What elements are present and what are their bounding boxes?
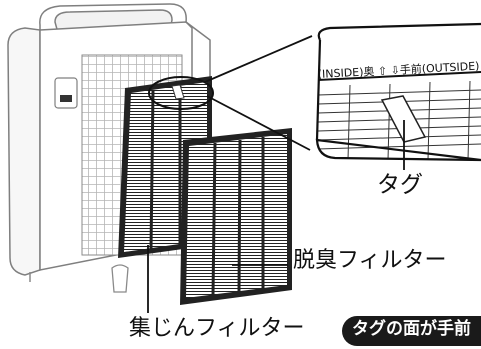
zoom-inset: (INSIDE)奥 ⇧ ⇩手前(OUTSIDE) xyxy=(315,22,481,162)
tag-label: タグ xyxy=(377,172,423,198)
deodorizing-filter-label: 脱臭フィルター xyxy=(293,248,447,273)
zoom-connector-top xyxy=(204,35,313,83)
callout-lines xyxy=(147,35,405,313)
note-pill-badge xyxy=(342,316,481,346)
zoom-connector-bottom xyxy=(206,95,311,151)
deodorizing-filter xyxy=(180,128,292,305)
zoom-tag xyxy=(380,95,427,143)
tag-highlight-ellipse xyxy=(148,76,214,110)
filter-tag xyxy=(171,84,185,100)
note-pill-text: タグの面が手前 xyxy=(352,319,471,339)
control-panel xyxy=(54,77,78,109)
dust-filter-label: 集じんフィルター xyxy=(129,316,305,341)
